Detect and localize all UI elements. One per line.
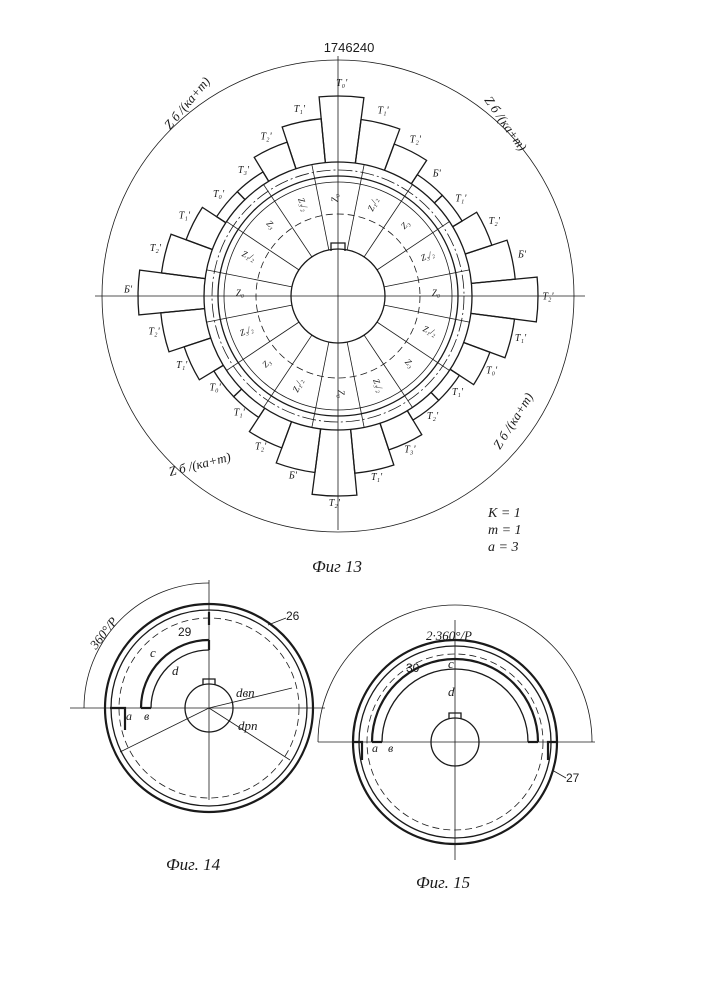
fig14-dim-drp: dрп bbox=[238, 718, 258, 733]
winding-label: T₁' bbox=[452, 387, 464, 398]
callout-30: 30 bbox=[406, 661, 420, 675]
winding-label: T₀' bbox=[213, 189, 225, 200]
fig14-dim-line-2 bbox=[209, 708, 290, 760]
slot-label: Z₁/₂ bbox=[290, 377, 305, 394]
winding-label: T₂' bbox=[255, 442, 267, 453]
fig15-letter-a: a bbox=[372, 741, 378, 755]
winding-label: T₁' bbox=[371, 472, 383, 483]
callout-27: 27 bbox=[566, 771, 580, 785]
arc-label-bottom-right: Z б /(кa+m) bbox=[490, 390, 536, 452]
arc-label-top-left: Z б /(кa+m) bbox=[161, 74, 213, 132]
fig14-dim-line-3 bbox=[120, 708, 209, 752]
fig15-angle-label: 2·360°/P bbox=[426, 628, 472, 643]
winding-label: T₃' bbox=[404, 444, 416, 455]
winding-label: T₂' bbox=[261, 132, 273, 143]
slot-label: Z₃/₂ bbox=[296, 196, 311, 213]
winding-label: Б' bbox=[432, 169, 442, 180]
radial-line bbox=[377, 222, 449, 270]
winding-label: T₂' bbox=[542, 292, 554, 303]
winding-sector bbox=[464, 313, 515, 357]
callout-26: 26 bbox=[286, 609, 300, 623]
winding-label: T₂' bbox=[148, 327, 160, 338]
figure-15-rotor-section: 2·360°/P 30 27 c d a в Фиг. 15 bbox=[318, 605, 595, 892]
slot-label: Z₃/₂ bbox=[371, 377, 386, 394]
fig14-letter-a: a bbox=[126, 709, 132, 723]
winding-label: T₀' bbox=[486, 365, 498, 376]
slot-label: Z₃/₂ bbox=[238, 323, 255, 338]
figure-14-caption: Фиг. 14 bbox=[166, 855, 221, 874]
winding-sector bbox=[450, 342, 490, 384]
winding-sector bbox=[276, 422, 320, 473]
arc-label-bottom-left: Z б /(кa+m) bbox=[167, 449, 232, 479]
winding-label: T₁' bbox=[234, 407, 246, 418]
callout-27-leader bbox=[552, 770, 566, 778]
fig14-letter-c: c bbox=[150, 645, 156, 660]
winding-sector bbox=[355, 119, 399, 170]
winding-label: T₁' bbox=[455, 193, 467, 204]
slot-label: Z₀ bbox=[432, 288, 440, 298]
fig15-letter-c: c bbox=[448, 656, 454, 671]
winding-label: T₂' bbox=[150, 243, 162, 254]
winding-sector bbox=[282, 119, 325, 169]
winding-label: T₁' bbox=[179, 211, 191, 222]
winding-sector bbox=[161, 309, 211, 352]
slot-label: Z₀ bbox=[236, 288, 244, 298]
fig14-letter-v: в bbox=[144, 709, 149, 723]
fig14-segment-29-inner bbox=[151, 650, 209, 708]
winding-label: T₁' bbox=[294, 104, 306, 115]
winding-sector bbox=[186, 207, 226, 249]
winding-label: T₀' bbox=[210, 383, 222, 394]
slot-label: Z₀ bbox=[330, 194, 340, 202]
fig14-letter-d: d bbox=[172, 663, 179, 678]
figure-13-stator-winding: T₃' T₂' T₁' T₀' T₁' T₂' Б' T₁' T₂' Б' T₂' T₁' T₀' T₁'… bbox=[95, 56, 585, 576]
winding-sector bbox=[465, 240, 515, 283]
callout-26-leader bbox=[268, 618, 286, 625]
winding-label: Б' bbox=[288, 471, 298, 482]
slot-label: Z₃/₂ bbox=[419, 248, 436, 263]
winding-sector bbox=[384, 144, 426, 184]
slot-label: Z₃ bbox=[264, 218, 277, 231]
slot-label: Z₁/₂ bbox=[365, 196, 380, 213]
slot-label: Z₁/₂ bbox=[421, 323, 438, 338]
slot-label: Z₃ bbox=[399, 218, 412, 231]
figure-15-caption: Фиг. 15 bbox=[416, 873, 470, 892]
fig14-dim-dvp: dвп bbox=[236, 685, 255, 700]
fig15-letter-v: в bbox=[388, 741, 393, 755]
winding-label: T₁' bbox=[176, 360, 188, 371]
slot-label: Z₃ bbox=[260, 357, 273, 370]
patent-number: 1746240 bbox=[324, 40, 375, 55]
winding-label: T₂' bbox=[489, 216, 501, 227]
param-m: m = 1 bbox=[488, 523, 522, 538]
winding-label: T₃' bbox=[238, 165, 250, 176]
winding-label: T₂' bbox=[427, 411, 439, 422]
slot-label: Z₁/₂ bbox=[240, 248, 257, 263]
radial-line bbox=[264, 335, 312, 407]
winding-label: T₀' bbox=[336, 78, 348, 89]
winding-label: T₁' bbox=[377, 105, 389, 116]
winding-label: T₂' bbox=[410, 134, 422, 145]
winding-label: T₁' bbox=[515, 333, 527, 344]
fig15-letter-d: d bbox=[448, 684, 455, 699]
param-k: K = 1 bbox=[487, 506, 521, 521]
arc-label-top-right: Z б /(кa+m) bbox=[482, 93, 531, 153]
param-a: a = 3 bbox=[488, 540, 518, 555]
winding-label: T₂' bbox=[329, 498, 341, 509]
figure-14-rotor-section: 360°/P 26 29 c d a в dвп dрп Фиг. 14 bbox=[70, 580, 325, 874]
winding-label: Б' bbox=[123, 284, 133, 295]
callout-29: 29 bbox=[178, 625, 192, 639]
winding-label: Б' bbox=[517, 249, 527, 260]
winding-sector bbox=[351, 423, 394, 473]
figure-13-caption: Фиг 13 bbox=[312, 557, 362, 576]
slot-label: Z₀ bbox=[336, 390, 346, 398]
winding-sector bbox=[161, 234, 212, 278]
fig14-angle-label: 360°/P bbox=[86, 614, 121, 653]
slot-label: Z₃ bbox=[403, 357, 416, 370]
